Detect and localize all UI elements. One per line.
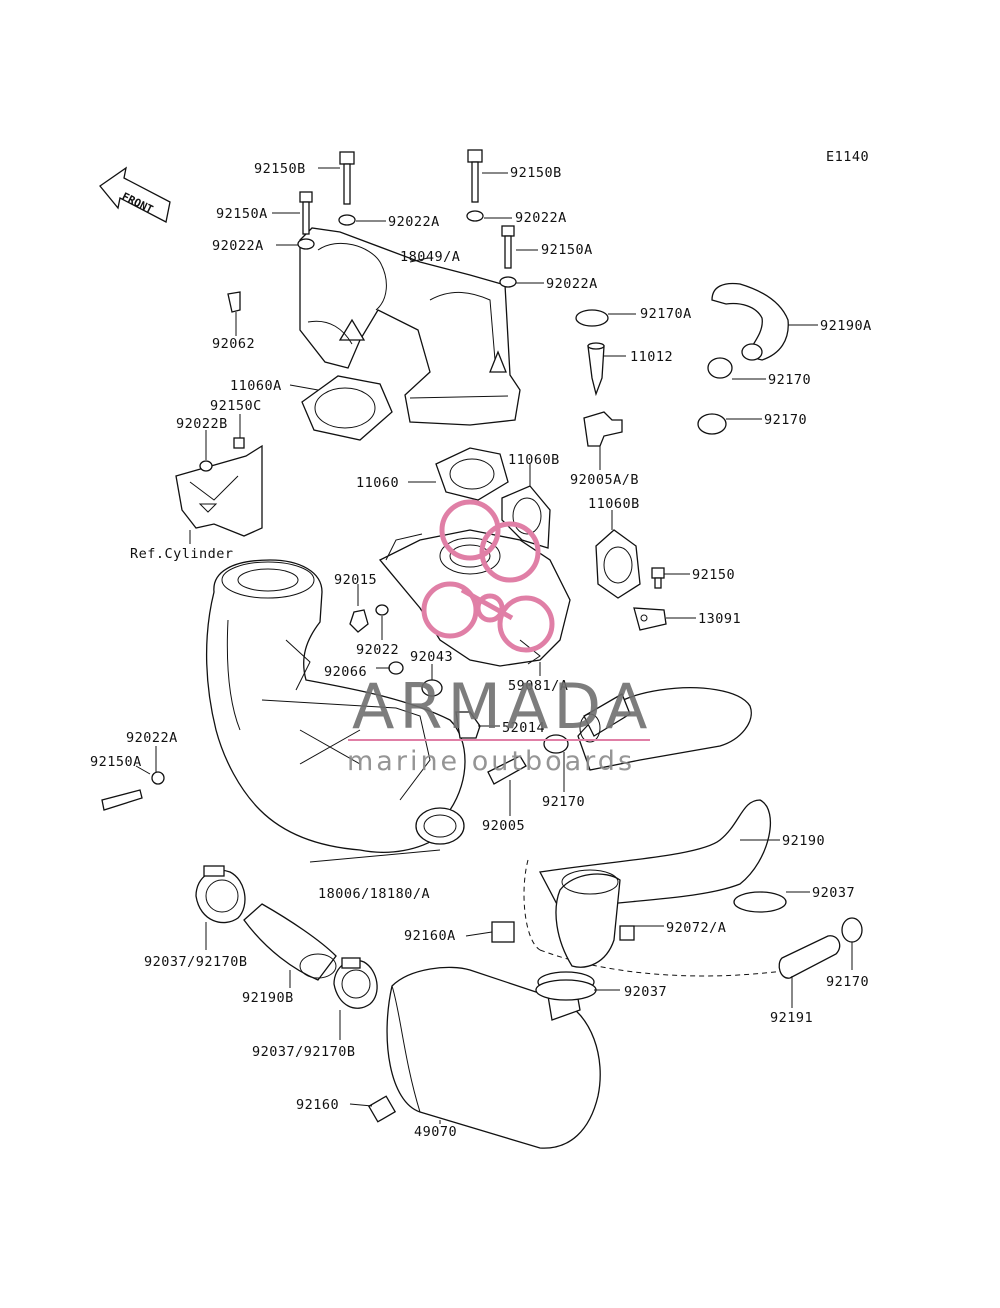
label-92190b: 92190B — [242, 990, 294, 1006]
muffler-49070-drawing — [386, 966, 601, 1149]
label-92150: 92150 — [692, 567, 735, 583]
gasket-11060a-drawing — [301, 375, 393, 441]
label-92190: 92190 — [782, 833, 825, 849]
label-92170-bottom: 92170 — [826, 974, 869, 990]
label-13091: 13091 — [698, 611, 741, 627]
label-92072a: 92072/A — [666, 920, 726, 936]
diagram-code: E1140 — [826, 149, 869, 165]
part-labels: 92150B 92150B 92150A 92022A 92022A 92022… — [90, 161, 872, 1140]
gasket-11060b-drawing — [501, 485, 641, 599]
label-92160a: 92160A — [404, 928, 456, 944]
watermark-brand: ARMADA — [352, 670, 652, 743]
fitting-11012-drawing — [583, 342, 623, 447]
label-92005: 92005 — [482, 818, 525, 834]
label-92150a-right: 92150A — [541, 242, 593, 258]
tag-92160-drawing — [367, 1095, 397, 1123]
label-92150b-left: 92150B — [254, 161, 306, 177]
label-18006-18180a: 18006/18180/A — [318, 886, 430, 902]
label-11060: 11060 — [356, 475, 399, 491]
clamp-92170a-drawing — [575, 309, 733, 435]
exhaust-manifold-drawing — [299, 227, 521, 426]
elbow-92072a-drawing — [555, 869, 621, 968]
watermark-tagline: marine outboards — [347, 746, 635, 777]
exhaust-pipe-drawing — [205, 559, 466, 853]
label-92022a-lower: 92022A — [126, 730, 178, 746]
label-11012: 11012 — [630, 349, 673, 365]
tag-92160a-drawing — [491, 921, 515, 943]
leader-lines — [135, 167, 853, 1124]
bracket-13091-drawing — [633, 607, 667, 631]
watermark: ARMADA marine outboards — [347, 499, 652, 777]
label-49070: 49070 — [414, 1124, 457, 1140]
label-92022a-right-top: 92022A — [515, 210, 567, 226]
label-92022a-center: 92022A — [388, 214, 440, 230]
label-92066: 92066 — [324, 664, 367, 680]
label-92037-center: 92037 — [624, 984, 667, 1000]
label-92191: 92191 — [770, 1010, 813, 1026]
label-92170a: 92170A — [640, 306, 692, 322]
label-11060b-lower: 11060B — [588, 496, 640, 512]
tail-pipe-drawing — [577, 687, 752, 771]
hose-92191-drawing — [778, 917, 863, 979]
gasket-11060-drawing — [435, 447, 509, 501]
label-92005ab: 92005A/B — [570, 472, 639, 488]
label-92170-middle: 92170 — [542, 794, 585, 810]
label-92022: 92022 — [356, 642, 399, 658]
label-18049a: 18049/A — [400, 249, 460, 265]
label-92022a-right: 92022A — [546, 276, 598, 292]
cylinder-bracket-drawing — [175, 444, 263, 537]
label-52014: 52014 — [502, 720, 545, 736]
label-92150b-right: 92150B — [510, 165, 562, 181]
label-92150c: 92150C — [210, 398, 262, 414]
clamp-92037-92170b-drawing — [195, 865, 378, 1009]
label-92150a-lower: 92150A — [90, 754, 142, 770]
label-92037-92170b-left: 92037/92170B — [144, 954, 248, 970]
label-11060a: 11060A — [230, 378, 282, 394]
label-ref-cylinder: Ref.Cylinder — [130, 546, 234, 562]
label-92037-92170b-lower: 92037/92170B — [252, 1044, 356, 1060]
label-59081a: 59081/A — [508, 678, 568, 694]
label-92062: 92062 — [212, 336, 255, 352]
label-92022b: 92022B — [176, 416, 228, 432]
hose-92190b-drawing — [243, 903, 337, 981]
label-92170-second: 92170 — [764, 412, 807, 428]
hose-92190a-drawing — [711, 282, 789, 361]
label-92015: 92015 — [334, 572, 377, 588]
front-arrow-icon: FRONT — [99, 166, 171, 223]
label-92022a-left: 92022A — [212, 238, 264, 254]
label-92043: 92043 — [410, 649, 453, 665]
armada-logo-icon — [421, 499, 555, 653]
label-92170-top: 92170 — [768, 372, 811, 388]
label-92150a-left: 92150A — [216, 206, 268, 222]
label-92037-right: 92037 — [812, 885, 855, 901]
label-11060b-top: 11060B — [508, 452, 560, 468]
label-92190a: 92190A — [820, 318, 872, 334]
label-92160: 92160 — [296, 1097, 339, 1113]
